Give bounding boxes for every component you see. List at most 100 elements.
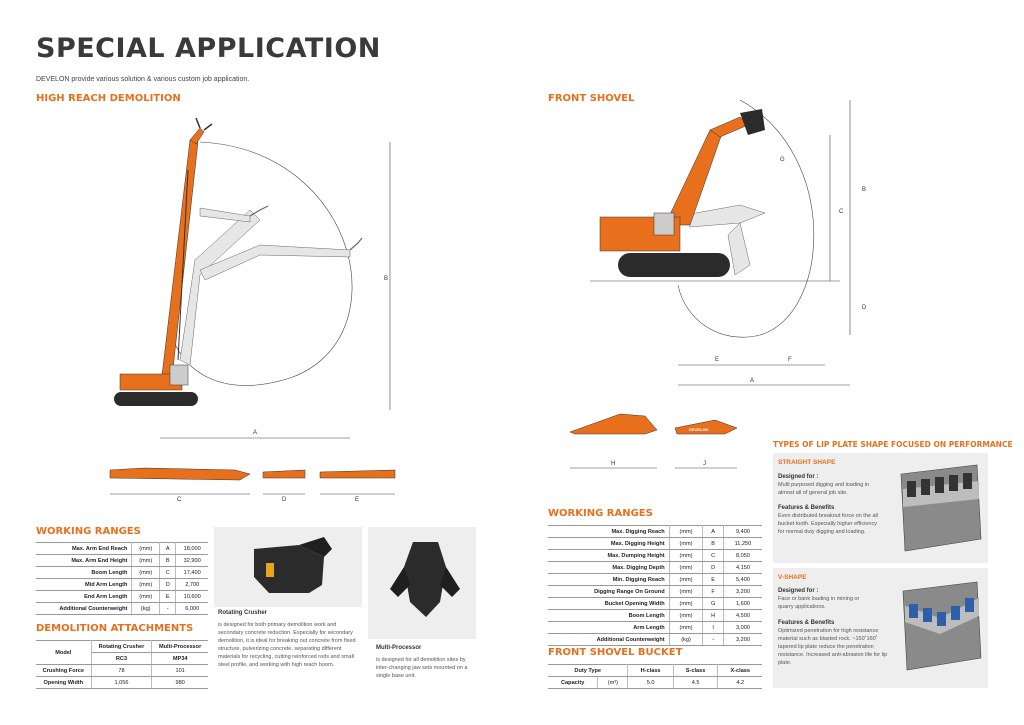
capacity-h: 5.0	[627, 676, 674, 689]
row-label: Max. Arm End Reach	[36, 542, 133, 555]
lip-plate-title: TYPES OF LIP PLATE SHAPE FOCUSED ON PERF…	[773, 440, 1013, 449]
row-value: 1,056	[91, 676, 153, 689]
row-code: E	[702, 573, 724, 586]
row-unit: (mm)	[131, 554, 161, 567]
row-label: Crushing Force	[36, 664, 92, 677]
row-label: Opening Width	[36, 676, 92, 689]
dim-g-label: G	[780, 157, 785, 163]
row-unit: (mm)	[669, 597, 704, 610]
row-value: 3,200	[723, 633, 762, 646]
row-unit: (mm)	[669, 573, 704, 586]
row-label: Additional Counterweight	[36, 602, 133, 615]
tracks	[114, 392, 198, 406]
mid-arm-part	[262, 469, 306, 479]
row-label: Max. Dumping Height	[548, 549, 670, 562]
dim-e-label: E	[355, 497, 359, 503]
straight-bucket-icon	[900, 464, 982, 552]
row-label: Mid Arm Length	[36, 578, 133, 591]
dim-c-label: C	[839, 209, 844, 215]
dim-d-label: D	[282, 497, 287, 503]
demolition-attachments-title: DEMOLITION ATTACHMENTS	[36, 623, 194, 634]
row-unit: (mm)	[669, 537, 704, 550]
row-value: 18,000	[175, 542, 208, 555]
multi-processor-title: Multi-Processor	[376, 645, 422, 651]
rotating-crusher-title: Rotating Crusher	[218, 610, 268, 616]
dim-a-label: A	[253, 430, 257, 436]
row-label: Additional Counterweight	[548, 633, 670, 646]
shovel-arm	[709, 116, 749, 138]
multi-processor-image	[368, 527, 476, 639]
end-arm-part	[319, 469, 396, 479]
attachments-table: Model Rotating Crusher Multi-Processor R…	[36, 640, 208, 689]
row-label: Max. Arm End Height	[36, 554, 133, 567]
duty-type-header: Duty Type	[548, 664, 629, 677]
ghost-jaw-2	[349, 237, 363, 251]
dim-f-label: F	[788, 357, 792, 363]
row-value: 101	[151, 664, 208, 677]
straight-fb-text: Even distributed breakout force on the a…	[778, 513, 878, 535]
straight-shape-panel: STRAIGHT SHAPE Designed for : Multi purp…	[773, 453, 988, 563]
row-value: 6,000	[175, 602, 208, 615]
crusher-icon	[254, 537, 332, 593]
capacity-x: 4.2	[717, 676, 762, 689]
row-value: 4,150	[723, 561, 762, 574]
row-unit: (mm)	[131, 578, 161, 591]
row-code: G	[702, 597, 724, 610]
straight-designed-label: Designed for :	[778, 474, 819, 480]
ghost-arm-1	[179, 209, 261, 366]
shovel-tracks	[618, 253, 730, 277]
row-label: Bucket Opening Width	[548, 597, 670, 610]
row-label: Boom Length	[36, 566, 133, 579]
row-value: 9,400	[723, 525, 762, 538]
col-multi-processor: Multi-Processor	[151, 640, 208, 653]
page-title: SPECIAL APPLICATION	[36, 33, 381, 64]
row-code: C	[702, 549, 724, 562]
crusher-jaw	[195, 117, 213, 131]
row-value: 8,050	[723, 549, 762, 562]
s-class-header: S-class	[673, 664, 719, 677]
row-value: 980	[151, 676, 208, 689]
row-value: 3,000	[723, 621, 762, 634]
row-value: 2,700	[175, 578, 208, 591]
rotating-crusher-desc: is designed for both primary demolition …	[218, 622, 356, 668]
shovel-parts-diagram: DEVELON H J	[569, 413, 738, 469]
row-unit: (mm)	[131, 542, 161, 555]
h-class-header: H-class	[627, 664, 674, 677]
shovel-boom-part	[569, 413, 658, 435]
high-reach-diagram: A B	[114, 117, 391, 439]
row-value: 32,900	[175, 554, 208, 567]
fs-working-ranges-title: WORKING RANGES	[548, 508, 653, 519]
dim-h-label: H	[611, 461, 615, 467]
model-label: Model	[36, 640, 92, 665]
row-code: D	[702, 561, 724, 574]
rotating-crusher-image	[214, 527, 362, 607]
shovel-cab	[653, 212, 675, 236]
row-label: Max. Digging Depth	[548, 561, 670, 574]
dim-e-label: E	[715, 357, 719, 363]
row-code: H	[702, 609, 724, 622]
row-unit: (mm)	[669, 621, 704, 634]
row-label: End Arm Length	[36, 590, 133, 603]
row-code: D	[159, 578, 177, 591]
ghost-arm-2	[199, 244, 351, 281]
row-value: 78	[91, 664, 153, 677]
ghost-arm	[684, 204, 766, 228]
row-unit: (mm)	[131, 590, 161, 603]
row-code: B	[702, 537, 724, 550]
row-value: 4,500	[723, 609, 762, 622]
front-shovel-title: FRONT SHOVEL	[548, 93, 635, 104]
x-class-header: X-class	[717, 664, 762, 677]
row-code: E	[159, 590, 177, 603]
page-subtitle: DEVELON provide various solution & vario…	[36, 76, 250, 83]
straight-designed-text: Multi purposed digging and loading in al…	[778, 482, 870, 496]
row-label: Min. Digging Reach	[548, 573, 670, 586]
